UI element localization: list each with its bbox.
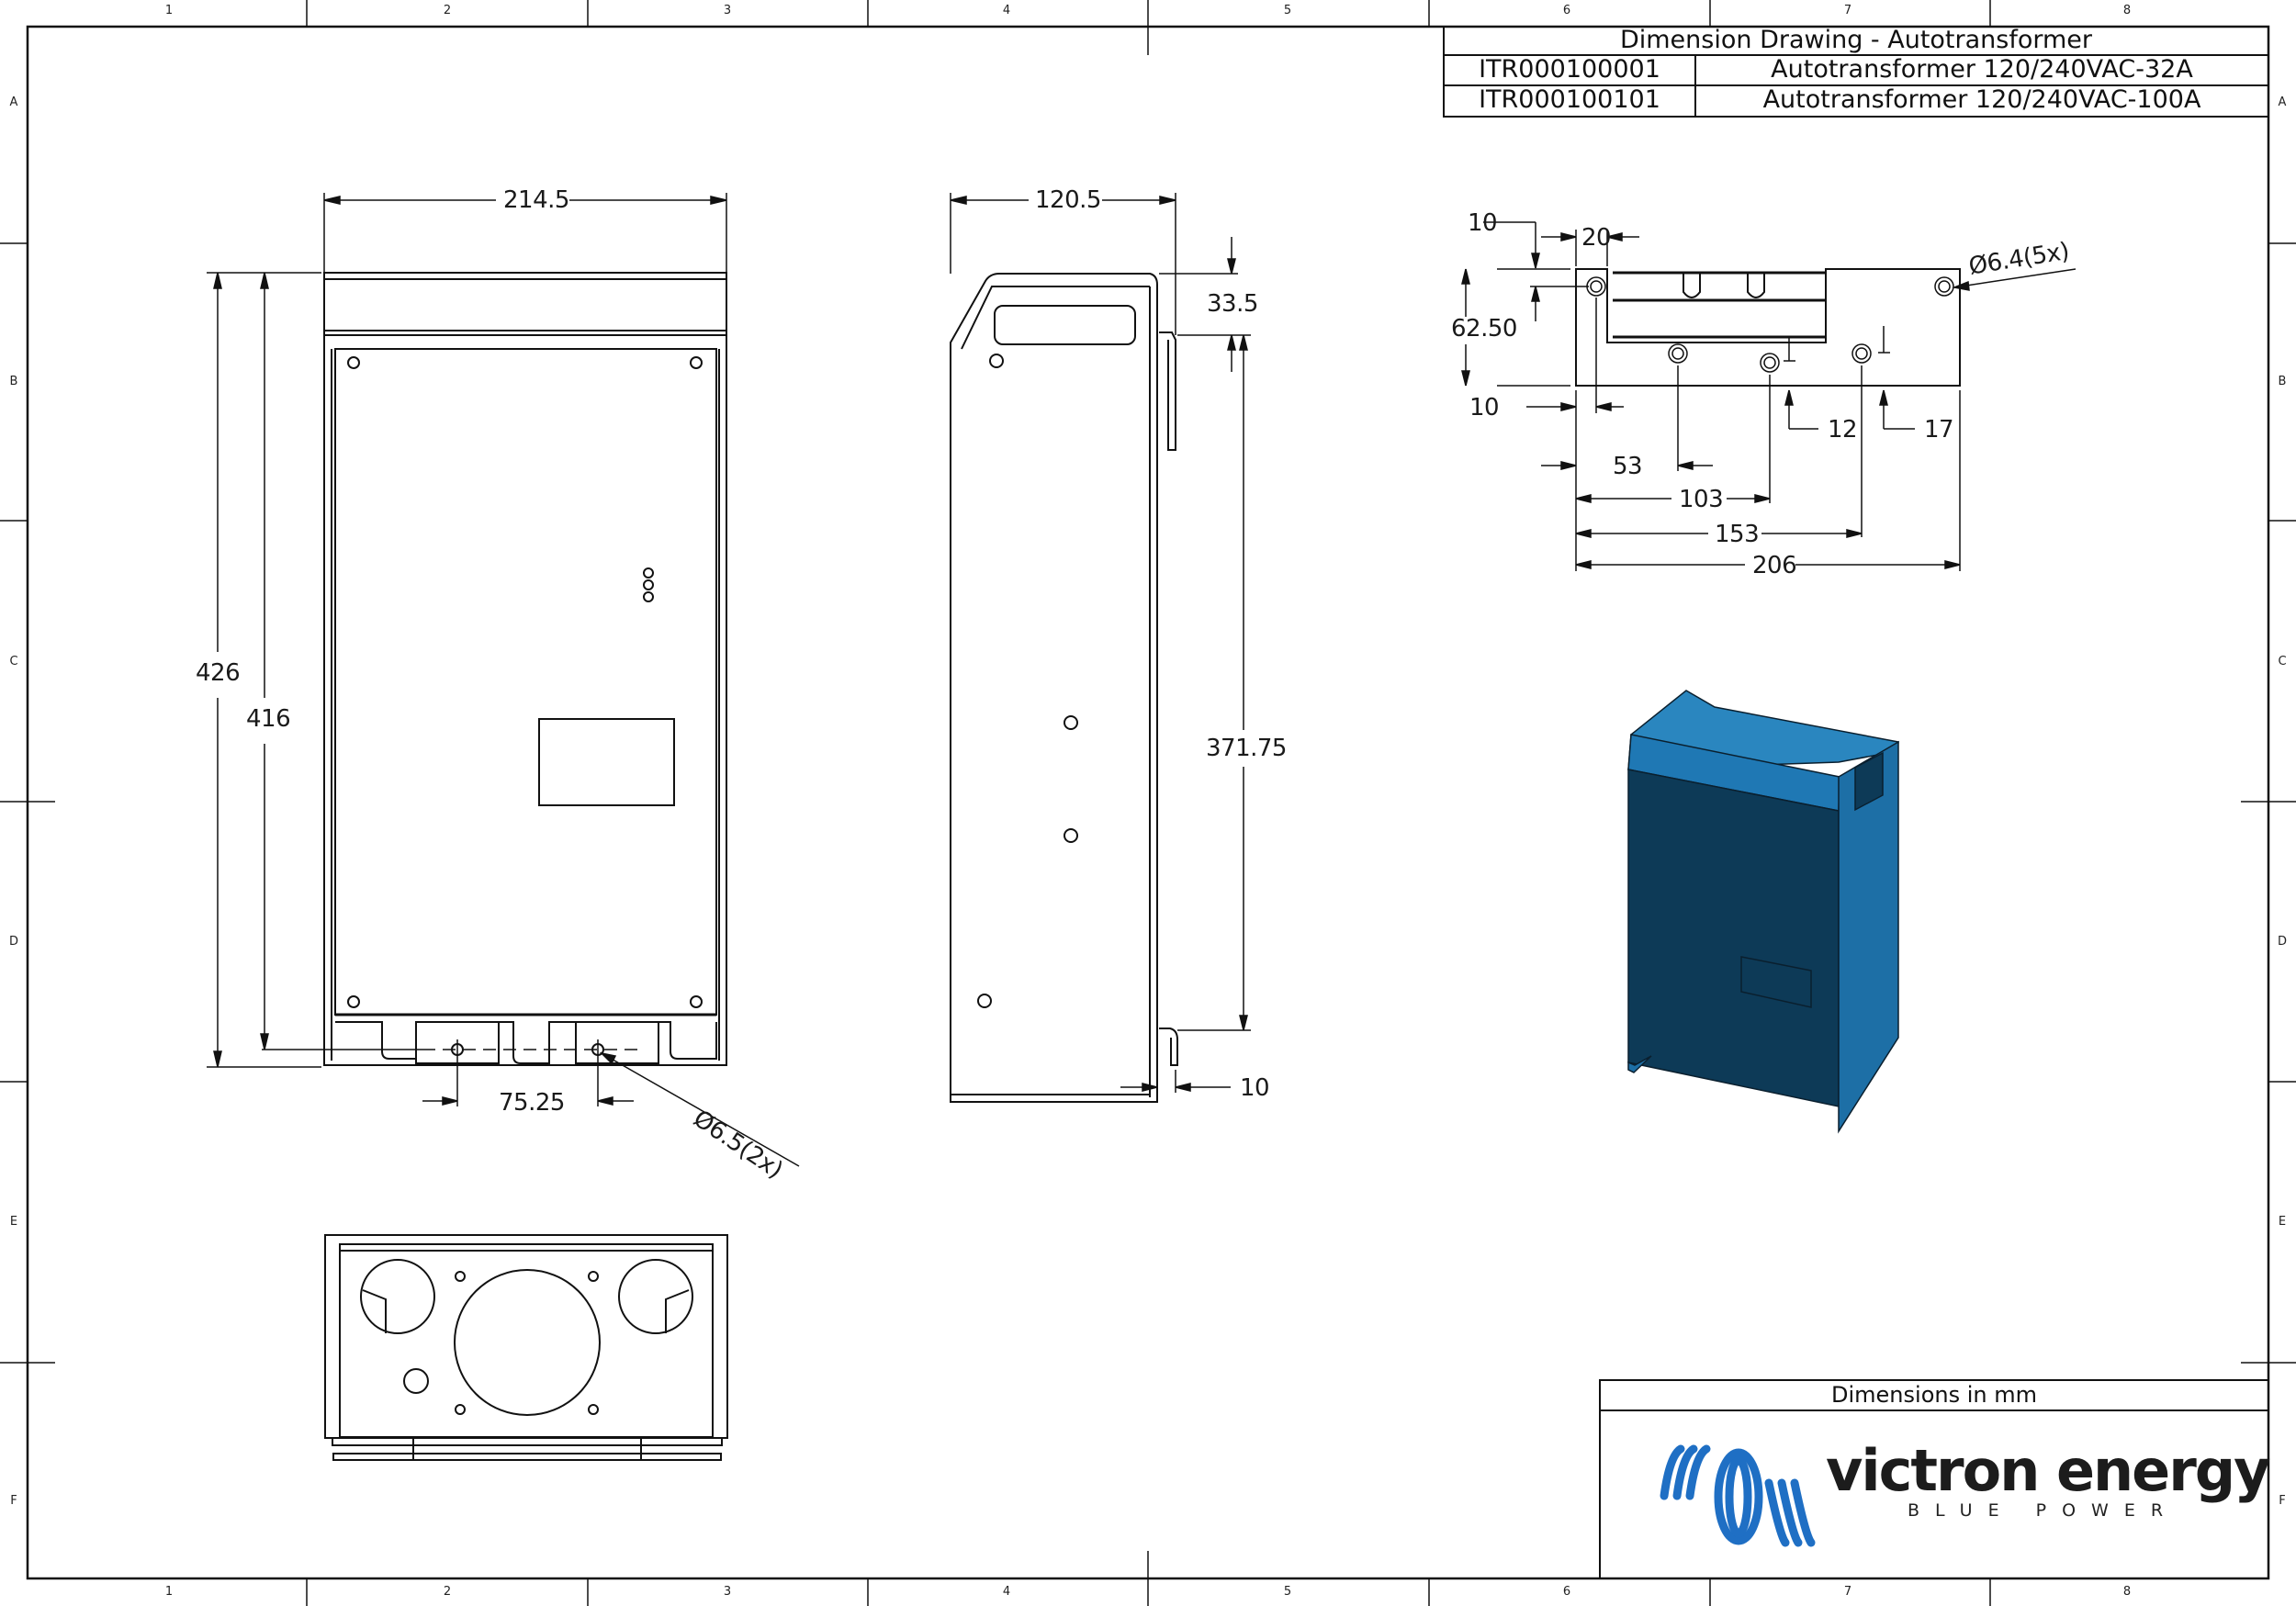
logo-mark xyxy=(1660,1444,1816,1547)
dim-bracket-12: 12 xyxy=(1828,416,1858,444)
zone-row-a-right: A xyxy=(2278,95,2287,109)
dim-bracket-height: 62.50 xyxy=(1451,315,1517,343)
part-code-2: ITR000100101 xyxy=(1479,85,1660,114)
part-code-1: ITR000100001 xyxy=(1479,55,1660,84)
dim-side-depth: 120.5 xyxy=(1035,186,1101,214)
zone-col-8: 8 xyxy=(2122,4,2132,17)
bracket-dimensions xyxy=(1461,221,2077,571)
zone-col-8-bottom: 8 xyxy=(2122,1585,2132,1599)
dim-side-top-offset: 33.5 xyxy=(1207,290,1258,318)
zone-col-3: 3 xyxy=(723,4,732,17)
dim-side-mount-height: 371.75 xyxy=(1206,735,1287,762)
side-view xyxy=(950,273,1178,1103)
brand-name: victron energy xyxy=(1826,1437,2271,1504)
dim-hole-spacing: 75.25 xyxy=(499,1089,565,1117)
zone-row-a: A xyxy=(9,95,18,109)
zone-col-7: 7 xyxy=(1843,4,1852,17)
zone-row-b-right: B xyxy=(2278,375,2287,388)
part-description-1: Autotransformer 120/240VAC-32A xyxy=(1771,55,2193,84)
isometric-view xyxy=(1627,690,1899,1134)
dim-bracket-slot-width: 20 xyxy=(1581,224,1612,252)
dim-bracket-overall-width: 206 xyxy=(1752,552,1797,579)
zone-col-5-bottom: 5 xyxy=(1283,1585,1292,1599)
front-dimensions xyxy=(207,193,800,1167)
zone-row-b: B xyxy=(9,375,18,388)
front-view xyxy=(323,272,727,1066)
zone-col-7-bottom: 7 xyxy=(1843,1585,1852,1599)
dim-bracket-103: 103 xyxy=(1679,486,1724,513)
zone-col-5: 5 xyxy=(1283,4,1292,17)
zone-row-e-right: E xyxy=(2278,1215,2287,1229)
dim-bracket-17: 17 xyxy=(1924,416,1954,444)
dim-bracket-top-offset: 10 xyxy=(1468,209,1498,237)
zone-col-6: 6 xyxy=(1562,4,1571,17)
dim-overall-height: 426 xyxy=(196,659,241,687)
zone-col-4: 4 xyxy=(1002,4,1011,17)
zone-col-3-bottom: 3 xyxy=(723,1585,732,1599)
zone-col-4-bottom: 4 xyxy=(1002,1585,1011,1599)
zone-col-2: 2 xyxy=(443,4,452,17)
title-block-lines xyxy=(1443,26,2269,1579)
bottom-view xyxy=(324,1234,728,1461)
brand-tagline: BLUE POWER xyxy=(1908,1500,2179,1521)
dim-bracket-53: 53 xyxy=(1613,453,1643,480)
zone-row-c: C xyxy=(9,655,18,668)
side-dimensions xyxy=(950,193,1251,1093)
drawing-title: Dimension Drawing - Autotransformer xyxy=(1619,26,2093,54)
zone-col-1: 1 xyxy=(164,4,174,17)
dim-bracket-left-offset: 10 xyxy=(1469,394,1500,421)
zone-row-f-right: F xyxy=(2279,1494,2286,1508)
dim-bracket-153: 153 xyxy=(1715,521,1760,548)
units-note: Dimensions in mm xyxy=(1831,1382,2037,1408)
dim-body-height: 416 xyxy=(246,705,291,733)
zone-row-f: F xyxy=(10,1494,17,1508)
zone-col-2-bottom: 2 xyxy=(443,1585,452,1599)
zone-row-e: E xyxy=(9,1215,18,1229)
zone-col-6-bottom: 6 xyxy=(1562,1585,1571,1599)
zone-col-1-bottom: 1 xyxy=(164,1585,174,1599)
bracket-view xyxy=(1575,268,1961,387)
zone-row-c-right: C xyxy=(2278,655,2287,668)
zone-row-d-right: D xyxy=(2277,935,2287,949)
dim-side-bracket-offset: 10 xyxy=(1240,1074,1270,1102)
zone-row-d: D xyxy=(8,935,18,949)
dim-front-width: 214.5 xyxy=(503,186,569,214)
part-description-2: Autotransformer 120/240VAC-100A xyxy=(1762,85,2201,114)
